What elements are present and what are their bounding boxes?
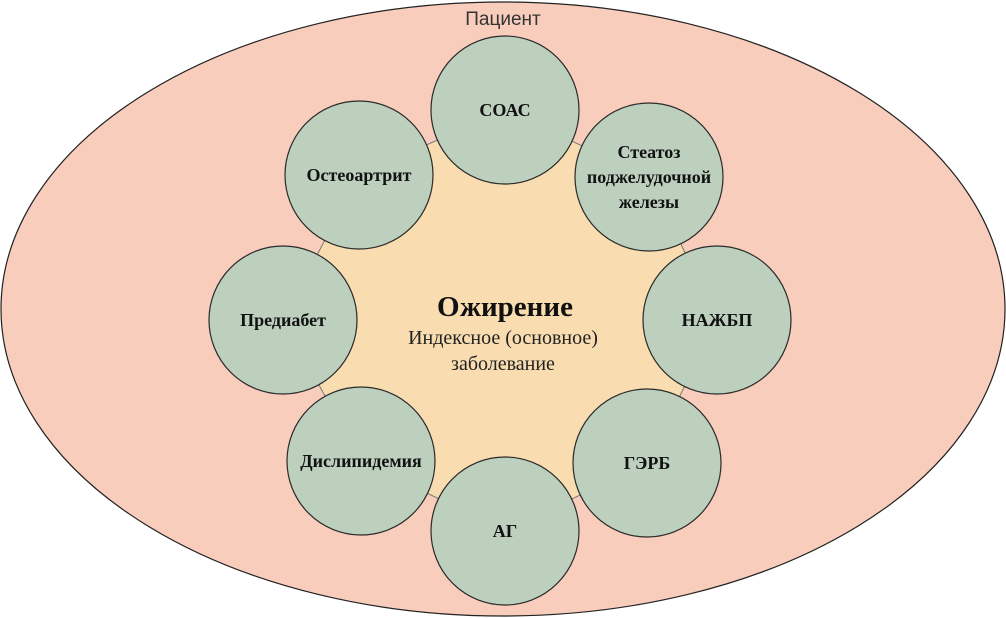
node-prediabetes: Предиабет	[208, 245, 358, 395]
node-label-ag: АГ	[493, 521, 517, 541]
patient-label: Пациент	[465, 9, 541, 30]
node-circle-dyslipidemia	[286, 386, 436, 536]
node-label-nazhbp: НАЖБП	[682, 310, 753, 330]
node-nazhbp: НАЖБП	[642, 245, 792, 395]
node-circle-ag	[430, 456, 580, 606]
node-soas: СОАС	[430, 35, 580, 185]
node-osteoarthritis: Остеоартрит	[284, 100, 434, 250]
node-circle-osteoarthritis	[284, 100, 434, 250]
center-subtitle-line-2: заболевание	[451, 353, 555, 375]
node-ag: АГ	[430, 456, 580, 606]
node-steatosis: Стеатоз поджелудочной железы	[574, 102, 724, 252]
center-title: Ожирение	[437, 291, 573, 323]
node-label-steatosis-1: Стеатоз	[618, 142, 681, 162]
node-dyslipidemia: Дислипидемия	[286, 386, 436, 536]
node-label-osteoarthritis: Остеоартрит	[307, 165, 412, 185]
node-label-soas: СОАС	[479, 100, 530, 120]
node-label-gerb: ГЭРБ	[624, 453, 671, 473]
node-label-prediabetes: Предиабет	[240, 310, 326, 330]
node-circle-soas	[430, 35, 580, 185]
node-label-steatosis-2: поджелудочной	[587, 167, 711, 187]
node-label-dyslipidemia: Дислипидемия	[300, 451, 422, 471]
node-circle-nazhbp	[642, 245, 792, 395]
node-circle-prediabetes	[208, 245, 358, 395]
node-circle-steatosis	[574, 102, 724, 252]
node-label-steatosis-3: железы	[619, 192, 679, 212]
node-circle-gerb	[572, 388, 722, 538]
center-subtitle-line-1: Индексное (основное)	[408, 327, 598, 349]
node-gerb: ГЭРБ	[572, 388, 722, 538]
